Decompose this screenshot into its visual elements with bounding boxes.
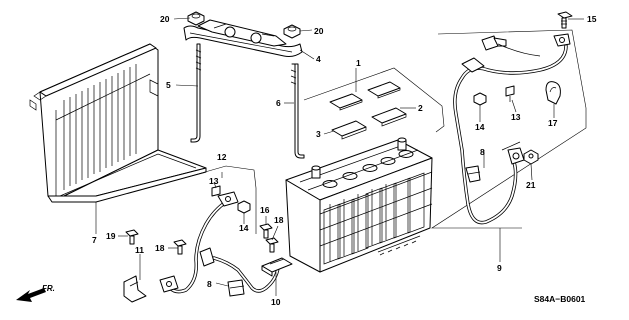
negative-battery-cable [159,191,280,294]
flange-nut-right [283,24,301,39]
callout-17: 17 [548,118,558,128]
positive-battery-cable [453,33,571,225]
callout-6: 6 [276,98,281,108]
callout-21: 21 [526,180,536,190]
callout-8-lower: 8 [207,279,212,289]
callout-14-lower: 14 [239,223,249,233]
cable-clamp-8-upper [465,165,481,183]
cable-bracket-11 [123,275,147,303]
callout-2: 2 [418,103,423,113]
callout-5: 5 [166,80,171,90]
callout-11: 11 [135,245,144,255]
terminal-bolt-13-lower [211,185,221,197]
callout-13-lower: 13 [209,176,219,186]
battery [285,137,433,273]
direction-label: FR. [42,284,55,293]
callout-20-right: 20 [314,26,324,36]
battery-assembly-frame [303,67,445,133]
flange-bolt-18-right [265,237,279,253]
cable-clamp-8-lower [227,279,245,297]
flange-bolt-18-left [173,239,187,255]
callout-14-upper: 14 [475,122,485,132]
callout-3: 3 [316,129,321,139]
callout-9: 9 [497,263,502,273]
flange-nut-left [187,11,205,26]
callout-10: 10 [271,297,281,307]
terminal-bolt-13-upper [505,85,515,102]
callout-15: 15 [587,14,597,24]
positive-cable-frame [430,29,587,229]
terminal-nut-14-lower [237,200,251,214]
flange-bolt-15 [557,11,573,29]
terminal-nut-14-upper [473,92,487,106]
callout-8-upper: 8 [480,147,485,157]
battery-vent-cap-upper [329,81,401,111]
battery-vent-cap-lower [331,107,407,140]
battery-tray [29,43,207,203]
j-bolt-short [290,63,305,159]
callout-4: 4 [316,54,321,64]
leader-lines [95,17,584,296]
callout-19: 19 [106,231,116,241]
cable-clip-17 [545,81,561,105]
callout-13-upper: 13 [511,112,521,122]
battery-hold-down-bracket [183,19,303,57]
callout-18-right: 18 [274,215,284,225]
callout-7: 7 [92,235,97,245]
flange-bolt-19 [125,229,139,245]
callout-18-left: 18 [155,243,165,253]
flange-bolt-16 [259,223,273,239]
front-direction-arrow: FR. [16,284,55,302]
callout-1: 1 [356,58,361,68]
negative-cable-frame [183,165,257,234]
ground-bracket-10 [261,257,293,277]
callout-20-left: 20 [160,14,170,24]
front-arrow-icon [16,288,46,302]
terminal-nut-21 [523,149,539,165]
callout-12: 12 [217,152,227,162]
callout-16: 16 [260,205,270,215]
diagram-code: S84A−B0601 [534,294,586,304]
callout-numbers: 1 2 3 4 5 6 7 8 8 9 10 11 12 13 13 14 14… [92,14,597,307]
j-bolt-long [190,43,202,143]
